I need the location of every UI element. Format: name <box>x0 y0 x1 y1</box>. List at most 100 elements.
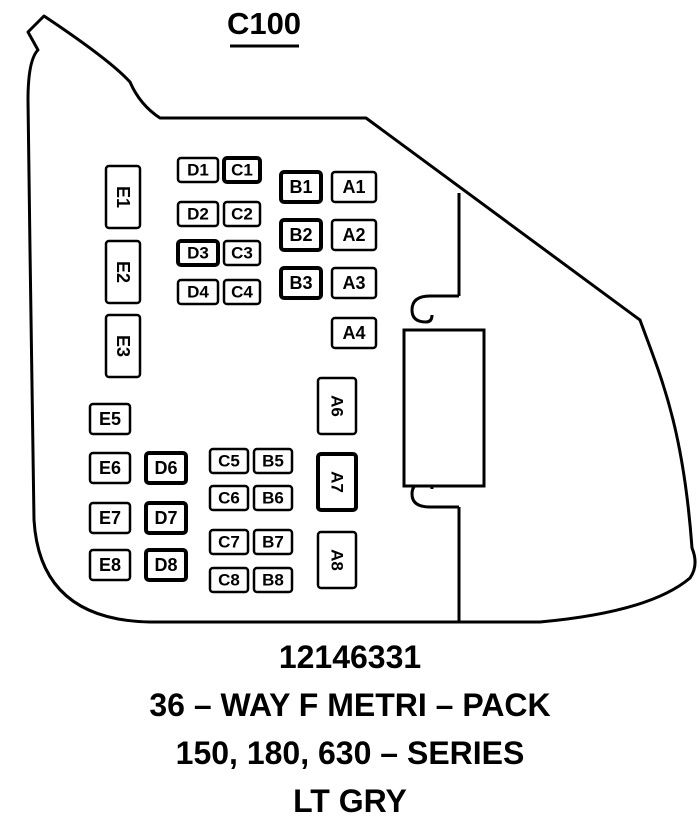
cavity-d7-label: D7 <box>154 508 177 528</box>
connector-id: C100 <box>227 6 301 41</box>
cavity-b6: B6 <box>252 484 294 512</box>
cavity-b1-label: B1 <box>289 177 312 197</box>
cavity-e2: E2 <box>104 239 142 305</box>
cavity-c8-outline <box>208 566 250 594</box>
cavity-c3-outline <box>222 239 262 267</box>
cavity-c3-label: C3 <box>231 244 253 263</box>
cavity-b7: B7 <box>252 528 294 556</box>
cavity-a4-outline <box>330 316 378 350</box>
cavity-d7: D7 <box>144 501 188 535</box>
cavity-b2-outline <box>279 218 323 252</box>
cavity-a7-label: A7 <box>328 471 347 493</box>
cavity-d1-outline <box>176 156 220 184</box>
cavity-c6-label: C6 <box>218 489 240 508</box>
cavity-a7-outline <box>316 452 358 512</box>
cavity-c5-label: C5 <box>218 452 240 471</box>
cavity-a4-label: A4 <box>342 323 365 343</box>
cavity-a6-label: A6 <box>328 395 347 417</box>
cavity-b6-outline <box>252 484 294 512</box>
cavity-d2: D2 <box>176 200 220 228</box>
cavity-a7: A7 <box>316 452 358 512</box>
cavity-e5-label: E5 <box>99 409 121 429</box>
cavity-e2-label: E2 <box>113 261 133 283</box>
cavity-e6-label: E6 <box>99 458 121 478</box>
cavity-d6-label: D6 <box>154 458 177 478</box>
cavity-d4: D4 <box>176 278 220 306</box>
connector-color: LT GRY <box>293 783 407 819</box>
cavity-b7-outline <box>252 528 294 556</box>
cavity-d6-outline <box>144 451 188 485</box>
cavity-b5-outline <box>252 447 294 475</box>
latch-hook-top <box>410 294 459 324</box>
cavity-a8-label: A8 <box>328 549 347 571</box>
cavity-a3-outline <box>330 266 378 300</box>
cavity-e3-outline <box>104 313 142 379</box>
cavity-e6-outline <box>88 451 132 485</box>
connector-series: 150, 180, 630 – SERIES <box>176 735 525 771</box>
cavity-b7-label: B7 <box>262 533 284 552</box>
cavity-e5: E5 <box>88 402 132 436</box>
cavity-b8-outline <box>252 566 294 594</box>
cavity-a8: A8 <box>316 530 358 590</box>
cavity-e6: E6 <box>88 451 132 485</box>
cavity-c2: C2 <box>222 200 262 228</box>
cavity-a4: A4 <box>330 316 378 350</box>
cavity-c6-outline <box>208 484 250 512</box>
cavity-d2-label: D2 <box>187 205 209 224</box>
cavity-c1: C1 <box>222 156 262 184</box>
cavity-c4-outline <box>222 278 262 306</box>
cavity-e8-label: E8 <box>99 555 121 575</box>
connector-body-outline <box>26 14 697 624</box>
cavity-a3-label: A3 <box>342 273 365 293</box>
cavity-b3-outline <box>279 266 323 300</box>
cavity-d6: D6 <box>144 451 188 485</box>
lock-tab <box>402 328 486 488</box>
cavity-a6: A6 <box>316 376 358 436</box>
cavity-c7: C7 <box>208 528 250 556</box>
cavity-d8-label: D8 <box>154 555 177 575</box>
cavity-b2-label: B2 <box>289 225 312 245</box>
cavity-a1-label: A1 <box>342 177 365 197</box>
cavity-b3: B3 <box>279 266 323 300</box>
cavity-a2-label: A2 <box>342 225 365 245</box>
cavity-d8: D8 <box>144 548 188 582</box>
cavity-e1-label: E1 <box>113 186 133 208</box>
cavity-d2-outline <box>176 200 220 228</box>
cavity-b5: B5 <box>252 447 294 475</box>
cavity-c5-outline <box>208 447 250 475</box>
cavity-d4-outline <box>176 278 220 306</box>
cavity-c2-label: C2 <box>231 205 253 224</box>
cavity-c8-label: C8 <box>218 571 240 590</box>
cavity-a1-outline <box>330 170 378 204</box>
cavity-a2: A2 <box>330 218 378 252</box>
cavity-c1-outline <box>222 156 262 184</box>
cavity-c7-outline <box>208 528 250 556</box>
cavity-c4: C4 <box>222 278 262 306</box>
cavity-e2-outline <box>104 239 142 305</box>
cavity-a1: A1 <box>330 170 378 204</box>
cavity-e8: E8 <box>88 548 132 582</box>
cavity-e7-label: E7 <box>99 508 121 528</box>
cavity-c4-label: C4 <box>231 283 253 302</box>
cavity-c7-label: C7 <box>218 533 240 552</box>
cavity-b8: B8 <box>252 566 294 594</box>
cavity-c1-label: C1 <box>231 161 253 180</box>
cavity-d7-outline <box>144 501 188 535</box>
cavity-e7: E7 <box>88 501 132 535</box>
cavity-d4-label: D4 <box>187 283 209 302</box>
cavity-e3: E3 <box>104 313 142 379</box>
cavity-a3: A3 <box>330 266 378 300</box>
cavity-d3-label: D3 <box>187 244 209 263</box>
cavity-c6: C6 <box>208 484 250 512</box>
cavity-e1-outline <box>104 164 142 230</box>
cavity-b6-label: B6 <box>262 489 284 508</box>
cavity-d1-label: D1 <box>187 161 209 180</box>
cavity-c5: C5 <box>208 447 250 475</box>
cavity-a8-outline <box>316 530 358 590</box>
part-number: 12146331 <box>279 639 421 675</box>
cavity-b1: B1 <box>279 170 323 204</box>
cavity-e5-outline <box>88 402 132 436</box>
connector-description: 36 – WAY F METRI – PACK <box>149 687 550 723</box>
cavity-e7-outline <box>88 501 132 535</box>
